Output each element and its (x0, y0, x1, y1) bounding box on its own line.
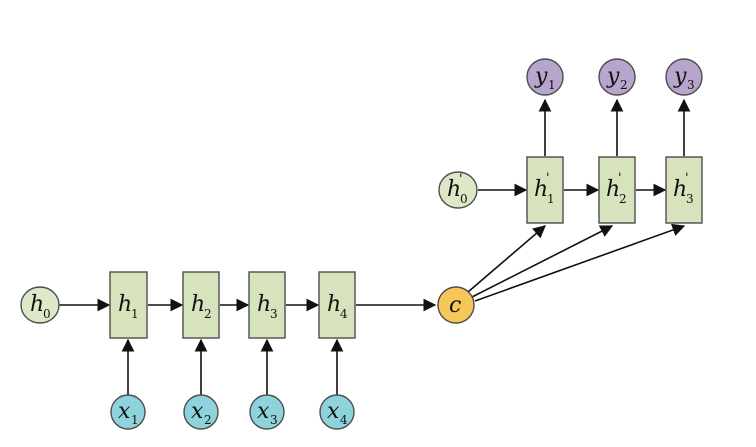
decoder-hidden-2-base: h (606, 177, 620, 202)
context-label: c (449, 293, 461, 318)
arrows (59, 98, 691, 395)
encoder-hidden-3-base: h (257, 292, 271, 317)
encoder-input-4: x 4 (319, 394, 355, 430)
decoder-hidden-3: h ' 3 (665, 156, 703, 224)
encoder-hidden-3-sub: 3 (270, 307, 278, 321)
decoder-initial-state: h ' 0 (438, 171, 478, 209)
decoder-hidden-3-prime: ' (685, 171, 689, 186)
encoder-initial-sub: 0 (43, 307, 51, 321)
decoder-initial-base: h (447, 177, 461, 202)
arrow-c-to-h3p (474, 223, 686, 302)
decoder-output-1-sub: 1 (548, 78, 556, 92)
encoder-input-1-sub: 1 (131, 413, 139, 427)
encoder-input-2: x 2 (183, 394, 219, 430)
decoder-output-3-base: y (673, 64, 687, 89)
encoder-initial-base: h (30, 292, 44, 317)
decoder-hidden-3-base: h (673, 177, 687, 202)
decoder-hidden-1: h ' 1 (526, 156, 564, 224)
decoder-initial-prime: ' (459, 172, 463, 187)
decoder-hidden-2-prime: ' (618, 171, 622, 186)
encoder-hidden-2-base: h (191, 292, 205, 317)
decoder-hidden-2-sub: 2 (619, 192, 627, 206)
encoder-hidden-1-sub: 1 (131, 307, 139, 321)
encoder-hidden-2: h 2 (182, 271, 220, 339)
decoder-hidden-2: h ' 2 (598, 156, 636, 224)
encoder-input-3: x 3 (249, 394, 285, 430)
encoder-input-3-base: x (257, 399, 270, 424)
decoder-output-1-base: y (534, 64, 548, 89)
encoder-input-2-sub: 2 (204, 413, 212, 427)
decoder-hidden-1-base: h (534, 177, 548, 202)
arrow-c-to-h2p (471, 225, 614, 298)
decoder-hidden-3-sub: 3 (686, 192, 694, 206)
decoder-output-2: y 2 (598, 58, 636, 96)
decoder-output-3: y 3 (665, 58, 703, 96)
decoder-output-2-base: y (606, 64, 620, 89)
encoder-hidden-3: h 3 (248, 271, 286, 339)
encoder-hidden-1-base: h (118, 292, 132, 317)
encoder-hidden-4: h 4 (318, 271, 356, 339)
decoder-initial-sub: 0 (460, 192, 468, 206)
arrow-c-to-h1p (467, 225, 546, 293)
encoder-input-2-base: x (191, 399, 204, 424)
encoder-input-1-base: x (118, 399, 131, 424)
encoder-input-3-sub: 3 (270, 413, 278, 427)
decoder-output-2-sub: 2 (620, 78, 628, 92)
encoder-input-4-base: x (327, 399, 340, 424)
context-vector: c (437, 286, 475, 324)
encoder-hidden-1: h 1 (109, 271, 148, 339)
encoder-input-4-sub: 4 (340, 413, 348, 427)
encoder-hidden-4-sub: 4 (340, 307, 348, 321)
encoder-hidden-4-base: h (327, 292, 341, 317)
decoder-hidden-1-prime: ' (546, 171, 550, 186)
decoder-hidden-1-sub: 1 (547, 192, 555, 206)
decoder-output-1: y 1 (526, 58, 564, 96)
encoder-input-1: x 1 (110, 394, 146, 430)
encoder-hidden-2-sub: 2 (204, 307, 212, 321)
encoder-initial-state: h 0 (20, 286, 60, 324)
decoder-output-3-sub: 3 (687, 78, 695, 92)
